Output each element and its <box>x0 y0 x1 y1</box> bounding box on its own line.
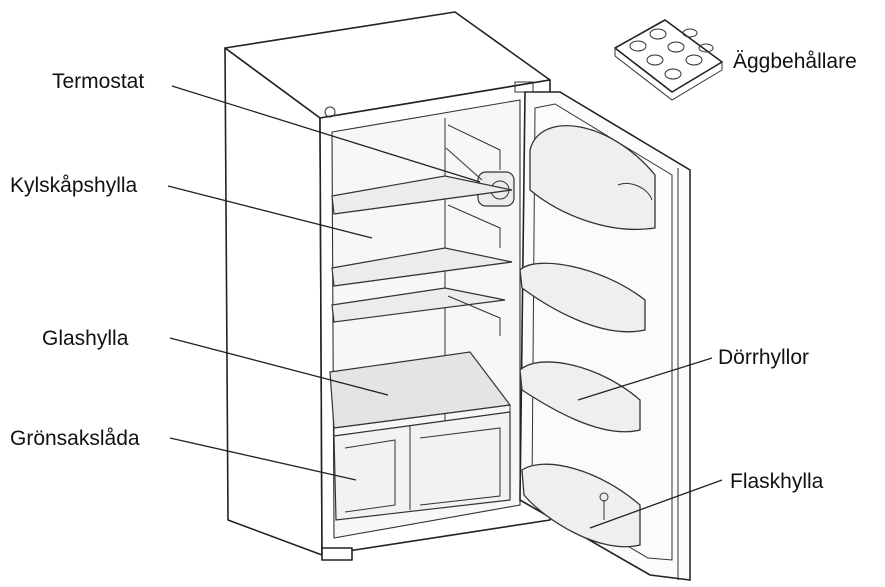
egg-tray-icon <box>614 19 723 101</box>
leader-flaskhylla <box>589 479 723 529</box>
door-shelf-1 <box>519 262 646 333</box>
leader-lines <box>167 85 723 529</box>
door-shelf-top-cover <box>529 125 656 231</box>
vegetable-drawer <box>333 411 511 521</box>
leader-kylskapshylla <box>167 185 373 239</box>
label-kylskapshylla: Kylskåpshylla <box>10 174 138 197</box>
fridge-shelf-1 <box>331 175 513 215</box>
label-aggbehallare: Äggbehållare <box>733 50 857 73</box>
shelf-rails <box>447 124 501 336</box>
label-flaskhylla: Flaskhylla <box>730 470 824 493</box>
fridge-shelf-2 <box>331 247 513 287</box>
label-termostat: Termostat <box>52 70 144 93</box>
door-shelf-2 <box>519 361 641 433</box>
leader-glashylla <box>169 337 389 396</box>
bottle-shelf <box>521 463 641 548</box>
leader-gronsakslada <box>169 437 357 481</box>
leader-dorrhyllor <box>577 357 713 401</box>
label-glashylla: Glashylla <box>42 327 129 350</box>
fridge-shelf-3 <box>331 287 506 323</box>
label-dorrhyllor: Dörrhyllor <box>718 346 809 369</box>
leader-termostat <box>171 85 481 183</box>
label-gronsakslada: Grönsakslåda <box>10 427 140 450</box>
